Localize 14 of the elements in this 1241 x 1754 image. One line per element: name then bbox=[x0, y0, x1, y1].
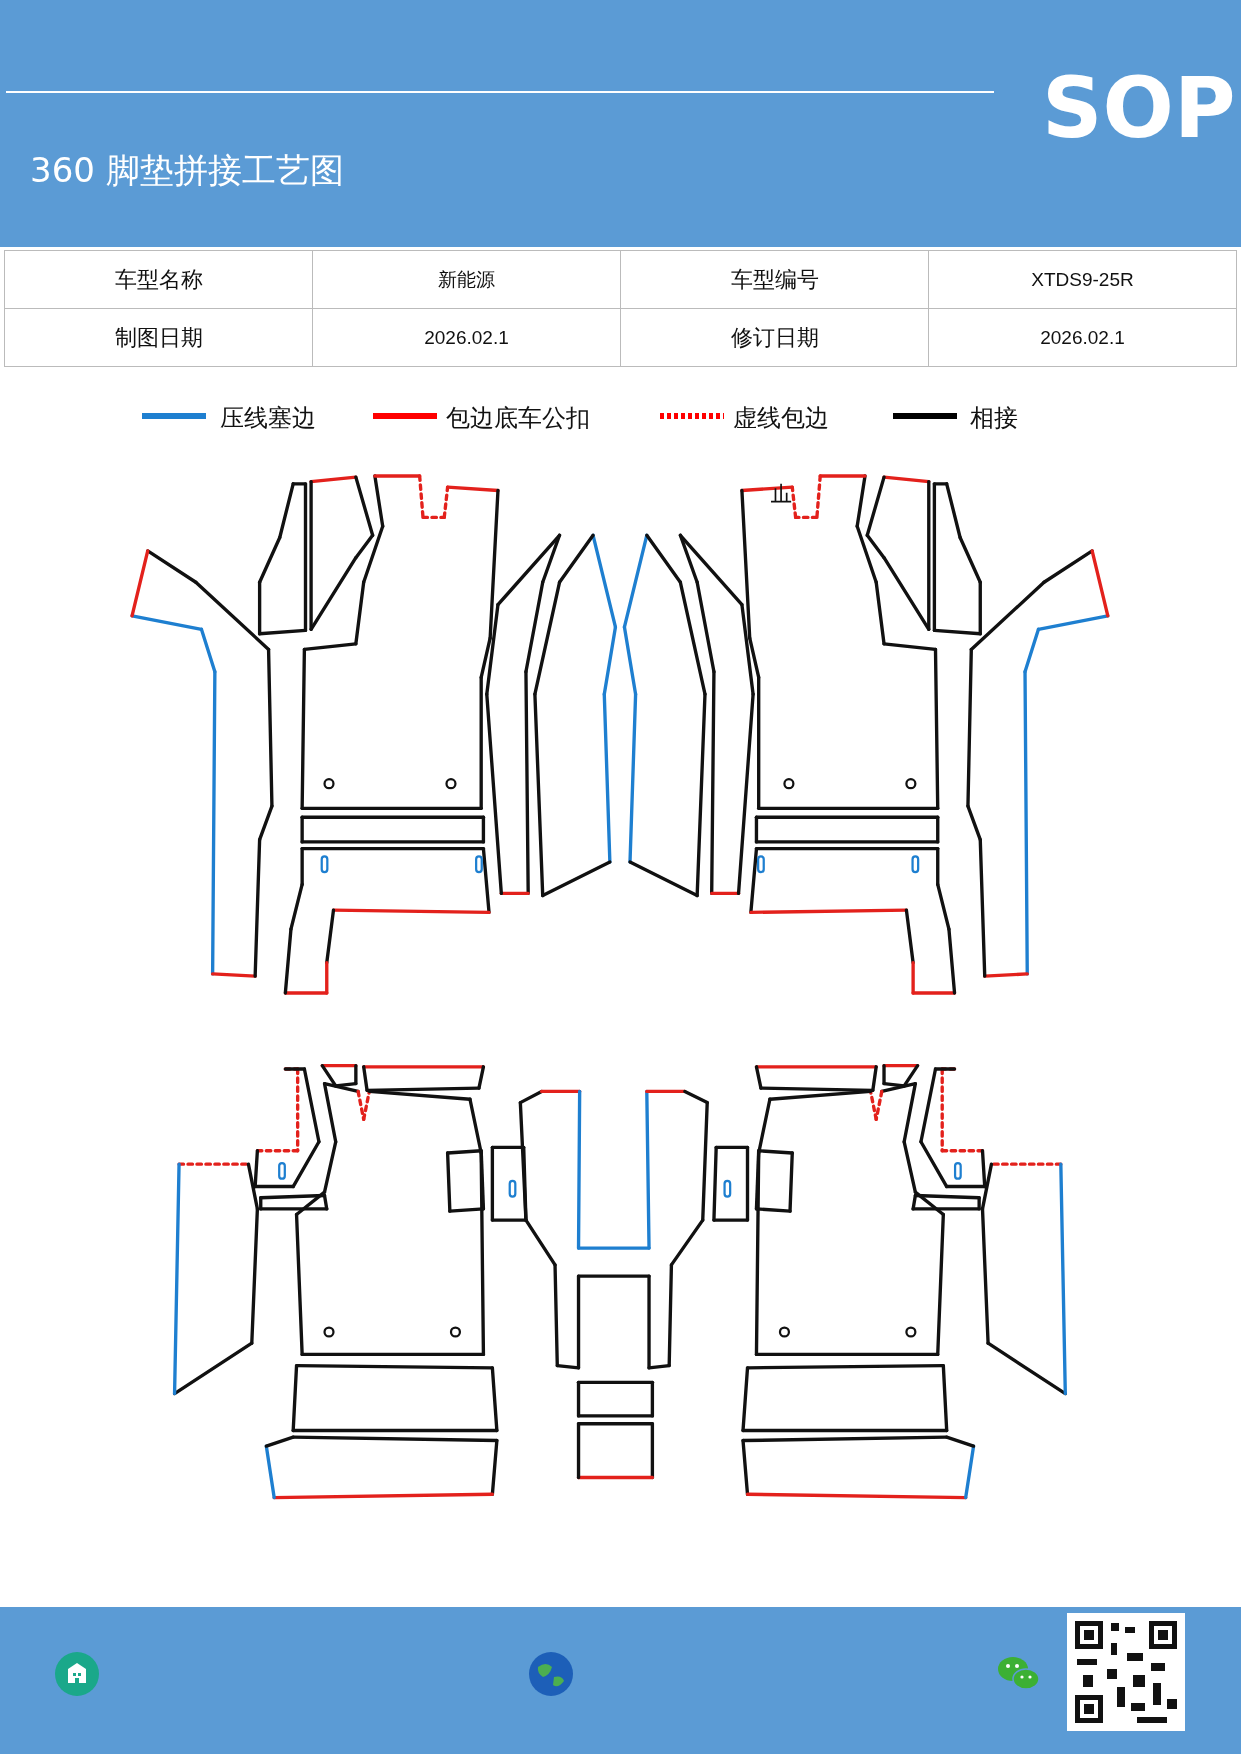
sop-label: SOP bbox=[1042, 66, 1236, 150]
table-cell: 车型名称 bbox=[5, 251, 313, 309]
table-cell: 修订日期 bbox=[621, 309, 929, 367]
table-cell: 车型编号 bbox=[621, 251, 929, 309]
table-cell: 2026.02.1 bbox=[929, 309, 1237, 367]
legend-label: 相接 bbox=[970, 403, 1018, 434]
legend-label: 压线塞边 bbox=[220, 403, 316, 434]
table-cell: XTDS9-25R bbox=[929, 251, 1237, 309]
table-cell: 新能源 bbox=[313, 251, 621, 309]
legend-label: 虚线包边 bbox=[733, 403, 829, 434]
legend-label: 包边底车公扣 bbox=[446, 403, 590, 434]
title: 360 脚垫拼接工艺图 bbox=[30, 149, 344, 192]
table-cell: 2026.02.1 bbox=[313, 309, 621, 367]
table-cell: 制图日期 bbox=[5, 309, 313, 367]
